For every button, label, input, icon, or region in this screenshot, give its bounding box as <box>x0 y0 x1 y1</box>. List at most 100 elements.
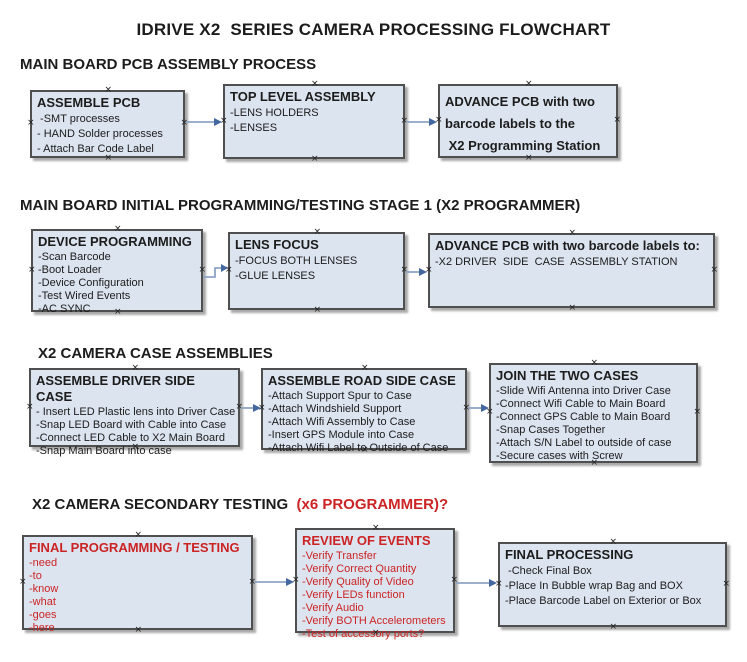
connection-point-icon: × <box>114 224 122 234</box>
box-item: -Scan Barcode <box>38 251 111 263</box>
flow-arrow-elbow <box>203 264 228 278</box>
connection-point-icon: × <box>568 303 577 313</box>
box-item: -Test Wired Events <box>38 290 131 302</box>
connection-point-icon: × <box>525 79 533 89</box>
connection-point-icon: × <box>311 154 319 164</box>
box-item: -Attach Windshield Support <box>268 403 402 415</box>
box-item: -FOCUS BOTH LENSES <box>235 255 358 267</box>
flow-box-advance-pcb-case-assembly: ADVANCE PCB with two barcode labels to: … <box>425 229 718 313</box>
flow-box-top-level-assembly: TOP LEVEL ASSEMBLY -LENS HOLDERS-LENSES … <box>220 80 408 164</box>
box-title: FINAL PROCESSING <box>505 547 634 562</box>
flow-arrow <box>468 404 489 412</box>
box-item: -LENSES <box>230 122 278 134</box>
box-item: -Attach S/N Label to outside of case <box>496 437 672 449</box>
connection-point-icon: × <box>27 118 35 128</box>
connection-point-icon: × <box>313 305 322 315</box>
box-item: -Attach Wifi Label to Outside of Case <box>268 442 449 454</box>
box-items: -Slide Wifi Antenna into Driver Case-Con… <box>496 385 691 463</box>
flow-box-lens-focus: LENS FOCUS -FOCUS BOTH LENSES-GLUE LENSE… <box>225 228 408 315</box>
box-items: - Insert LED Plastic lens into Driver Ca… <box>36 406 236 458</box>
box-items: -Check Final Box -Place In Bubble wrap Ba… <box>505 564 720 609</box>
box-item: -LENS HOLDERS <box>230 107 319 119</box>
box-items: -FOCUS BOTH LENSES-GLUE LENSES <box>235 254 398 284</box>
box-item: - HAND Solder processes <box>37 128 163 140</box>
section-heading-text: X2 CAMERA CASE ASSEMBLIES <box>38 345 273 362</box>
flow-arrow <box>406 118 437 126</box>
box-item: - Insert LED Plastic lens into Driver Ca… <box>36 406 236 418</box>
box-item: -Verify Quality of Video <box>302 576 414 588</box>
box-item: -to <box>29 570 42 582</box>
box-items: -Scan Barcode-Boot Loader-Device Configu… <box>38 251 196 316</box>
flow-box-join-the-two-cases: JOIN THE TWO CASES -Slide Wifi Antenna i… <box>486 359 701 468</box>
connection-point-icon: × <box>613 115 621 125</box>
flow-box-review-of-events: REVIEW OF EVENTS -Verify Transfer-Verify… <box>292 524 458 641</box>
flow-box-final-processing: FINAL PROCESSING -Check Final Box -Place … <box>495 538 730 632</box>
box-item: -Secure cases with Screw <box>496 450 623 462</box>
box-item: -Verify Correct Quantity <box>302 563 417 575</box>
box-item: -know <box>29 583 59 595</box>
box-title: ASSEMBLE PCB <box>37 95 141 110</box>
box-item: -X2 DRIVER SIDE CASE ASSEMBLY STATION <box>435 256 678 268</box>
box-item: -need <box>29 557 58 569</box>
box-item: -Attach Support Spur to Case <box>268 390 412 402</box>
connection-point-icon: × <box>568 228 577 238</box>
box-items: -SMT processes- HAND Solder processes- A… <box>37 112 178 157</box>
box-title: ADVANCE PCB with two barcode labels to t… <box>445 94 601 153</box>
flow-box-assemble-pcb: ASSEMBLE PCB -SMT processes- HAND Solder… <box>27 86 188 163</box>
connection-point-icon: × <box>590 358 599 368</box>
box-item: -Place In Bubble wrap Bag and BOX <box>505 580 683 592</box>
box-item: -Snap Cases Together <box>496 424 606 436</box>
flow-box-advance-pcb-programming-station: ADVANCE PCB with two barcode labels to t… <box>435 80 621 163</box>
connection-point-icon: × <box>609 622 618 632</box>
box-item: -Connect Wifi Cable to Main Board <box>496 398 666 410</box>
box-item: -what <box>29 596 56 608</box>
box-item: -here <box>29 622 55 634</box>
connection-point-icon: × <box>693 407 701 417</box>
box-item: -Slide Wifi Antenna into Driver Case <box>496 385 671 397</box>
section-heading-text: MAIN BOARD INITIAL PROGRAMMING/TESTING S… <box>20 197 581 214</box>
flow-arrow <box>241 404 261 412</box>
box-title: DEVICE PROGRAMMING <box>38 234 192 249</box>
section-heading-text: MAIN BOARD PCB ASSEMBLY PROCESS <box>20 56 317 73</box>
box-item: -Connect LED Cable to X2 Main Board <box>36 432 225 444</box>
box-item: -Check Final Box <box>505 565 592 577</box>
box-item: -Verify Audio <box>302 602 364 614</box>
flow-arrow <box>254 578 294 586</box>
connection-point-icon: × <box>134 530 143 540</box>
box-item: -Attach Wifi Assembly to Case <box>268 416 416 428</box>
box-items: -Verify Transfer-Verify Correct Quantity… <box>302 550 448 641</box>
connection-point-icon: × <box>104 85 113 95</box>
box-item: -goes <box>29 609 57 621</box>
connection-point-icon: × <box>131 363 140 373</box>
section-heading-case-assemblies: X2 CAMERA CASE ASSEMBLIES <box>38 345 273 362</box>
box-title: REVIEW OF EVENTS <box>302 533 431 548</box>
connection-point-icon: × <box>311 79 319 89</box>
flow-box-final-programming-testing: FINAL PROGRAMMING / TESTING -need-to-kno… <box>19 531 256 635</box>
box-item: - Attach Bar Code Label <box>37 143 154 155</box>
connection-point-icon: × <box>19 576 27 587</box>
box-item: -Verify BOTH Accelerometers <box>302 615 446 627</box>
flow-box-assemble-road-side-case: ASSEMBLE ROAD SIDE CASE -Attach Support … <box>258 364 470 455</box>
box-items: -Attach Support Spur to Case-Attach Wind… <box>268 390 460 455</box>
connection-point-icon: × <box>722 578 730 589</box>
flow-box-device-programming: DEVICE PROGRAMMING -Scan Barcode-Boot Lo… <box>28 225 206 317</box>
box-item: -Connect GPS Cable to Main Board <box>496 411 671 423</box>
box-item: -Test of accessory ports? <box>302 628 425 640</box>
box-item: -AC SYNC <box>38 303 91 315</box>
flow-arrow <box>456 579 497 587</box>
section-heading-text: X2 CAMERA SECONDARY TESTING <box>32 496 289 513</box>
flow-arrow <box>406 268 427 276</box>
box-item: -Insert GPS Module into Case <box>268 429 415 441</box>
box-title: LENS FOCUS <box>235 237 319 252</box>
page-title: IDRIVE X2 SERIES CAMERA PROCESSING FLOWC… <box>136 20 611 39</box>
box-title: ASSEMBLE ROAD SIDE CASE <box>268 373 456 388</box>
box-item: -Device Configuration <box>38 277 144 289</box>
box-title: TOP LEVEL ASSEMBLY <box>230 89 376 104</box>
section-heading-red-suffix: (x6 PROGRAMMER)? <box>288 496 449 513</box>
box-item: -Snap LED Board with Cable into Case <box>36 419 227 431</box>
section-heading-secondary-testing: X2 CAMERA SECONDARY TESTING (x6 PROGRAMM… <box>32 496 448 513</box>
section-heading-initial-programming: MAIN BOARD INITIAL PROGRAMMING/TESTING S… <box>20 197 580 214</box>
box-item: -Boot Loader <box>38 264 102 276</box>
connection-point-icon: × <box>710 264 718 275</box>
box-item: -Snap Main Board into case <box>36 445 172 457</box>
